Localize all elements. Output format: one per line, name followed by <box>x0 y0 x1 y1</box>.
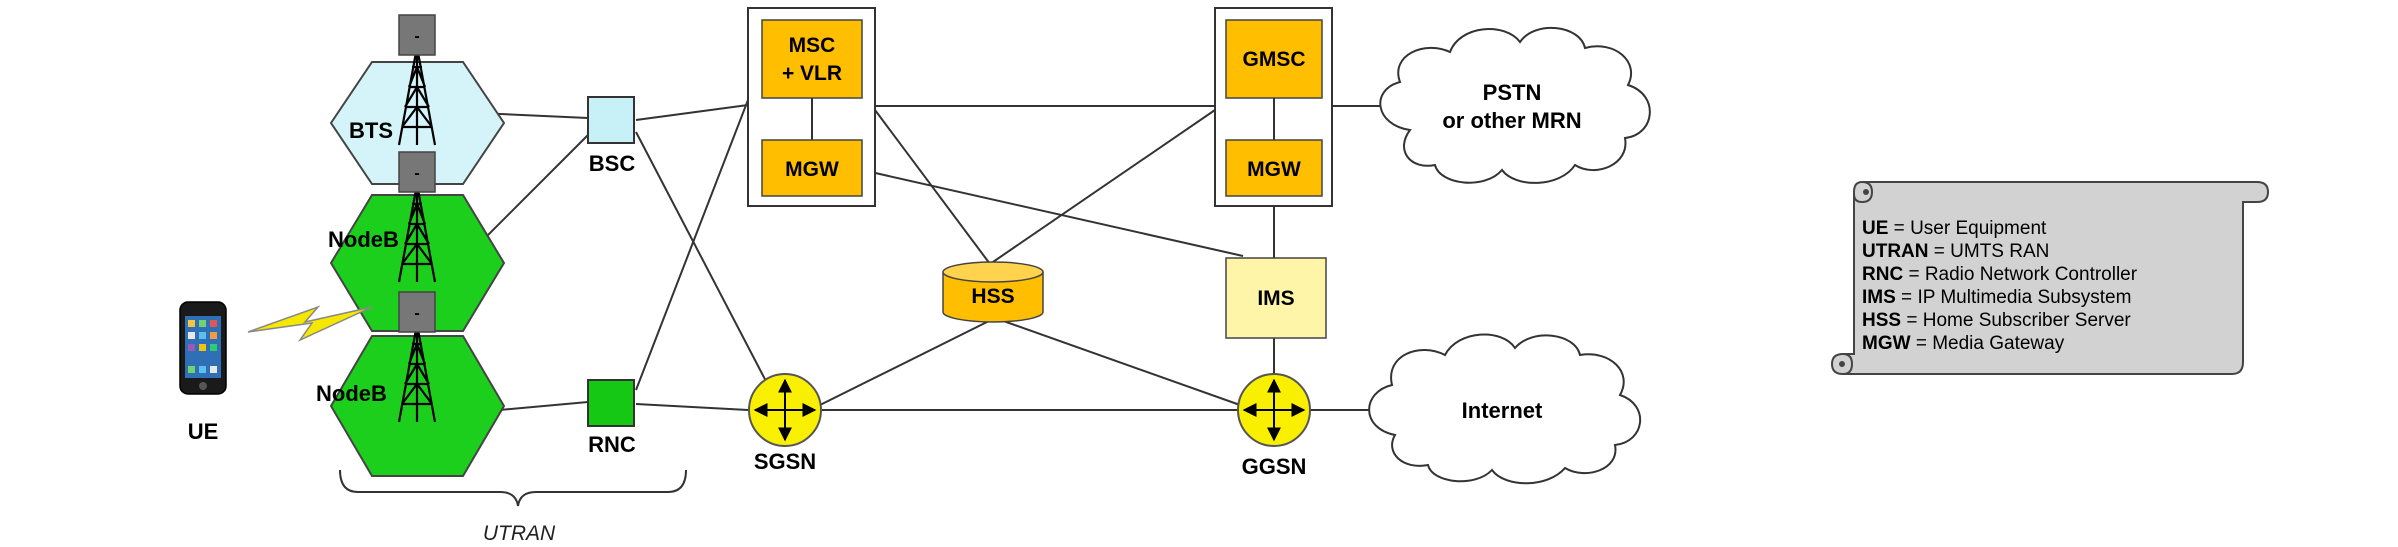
link-msc-hss <box>874 109 991 265</box>
tower-marker: - <box>414 165 419 182</box>
pstn-cloud-icon <box>1379 26 1651 184</box>
internet-cloud-icon <box>1368 333 1641 485</box>
gmsc-box <box>1225 19 1323 99</box>
legend-scroll <box>1830 181 2270 375</box>
link-hss-ggsn <box>994 317 1241 406</box>
connection-lines <box>414 99 1390 416</box>
link-rnc-msc <box>635 99 749 391</box>
legend-item: RNC = Radio Network Controller <box>1862 264 2138 285</box>
ims-box <box>1225 257 1327 339</box>
legend-sep: = <box>1888 218 1910 239</box>
legend-sep: = <box>1903 264 1925 285</box>
legend-abbr: UTRAN <box>1862 241 1929 262</box>
legend-meaning: Radio Network Controller <box>1925 264 2138 285</box>
utran-brace <box>339 469 687 507</box>
smartphone-icon <box>179 301 227 395</box>
link-bsc-msc <box>635 104 749 121</box>
rnc-box <box>587 379 635 427</box>
mgw-left-label: MGW <box>785 158 839 181</box>
ggsn-router-icon <box>1237 373 1311 447</box>
tower-icon: - <box>397 14 437 146</box>
internet-label: Internet <box>1462 398 1543 423</box>
rnc-label: RNC <box>588 432 636 457</box>
legend-list: UE = User Equipment UTRAN = UMTS RAN RNC… <box>1862 218 2138 354</box>
legend-abbr: MGW <box>1862 333 1911 354</box>
other-mrn-label: or other MRN <box>1442 108 1581 133</box>
legend-meaning: Media Gateway <box>1932 333 2065 354</box>
legend-meaning: IP Multimedia Subsystem <box>1917 287 2131 308</box>
link-mgw-mgw <box>861 169 1244 257</box>
nodeb-label-upper: NodeB <box>328 227 399 252</box>
gmsc-label: GMSC <box>1243 48 1306 71</box>
bts-label: BTS <box>349 118 393 143</box>
hss-database-icon <box>942 261 1044 323</box>
link-bsc-sgsn <box>635 131 769 386</box>
hss-label: HSS <box>971 285 1014 308</box>
bsc-box <box>587 96 635 144</box>
ggsn-label: GGSN <box>1242 454 1307 479</box>
link-sgsn-hss <box>819 317 996 406</box>
mgw-right-label: MGW <box>1247 158 1301 181</box>
legend-meaning: Home Subscriber Server <box>1923 310 2132 331</box>
legend-abbr: RNC <box>1862 264 1903 285</box>
sgsn-router-icon <box>748 373 822 447</box>
mgw-right-box <box>1225 139 1323 197</box>
ue-label: UE <box>188 419 219 444</box>
vlr-label: + VLR <box>782 62 842 85</box>
legend-abbr: IMS <box>1862 287 1896 308</box>
link-rnc-sgsn <box>635 403 749 411</box>
tower-icon: - <box>397 291 437 423</box>
legend-item: HSS = Home Subscriber Server <box>1862 310 2131 331</box>
legend-meaning: User Equipment <box>1910 218 2047 239</box>
link-gmsc-hss <box>989 109 1216 265</box>
nodeb-label-lower: NodeB <box>316 381 387 406</box>
msc-vlr-box <box>761 19 863 99</box>
tower-icon: - <box>397 151 437 283</box>
legend-item: MGW = Media Gateway <box>1862 333 2065 354</box>
legend-sep: = <box>1896 287 1918 308</box>
mgw-left-box <box>761 139 863 197</box>
legend-item: UE = User Equipment <box>1862 218 2047 239</box>
utran-label: UTRAN <box>483 522 556 545</box>
legend-item: IMS = IP Multimedia Subsystem <box>1862 287 2131 308</box>
legend-abbr: HSS <box>1862 310 1901 331</box>
legend-item: UTRAN = UMTS RAN <box>1862 241 2049 262</box>
radio-link-lightning-icon <box>247 305 373 342</box>
sgsn-label: SGSN <box>754 449 816 474</box>
tower-marker: - <box>414 305 419 322</box>
legend-meaning: UMTS RAN <box>1950 241 2049 262</box>
msc-label: MSC <box>789 34 836 57</box>
pstn-label: PSTN <box>1483 80 1542 105</box>
ims-label: IMS <box>1257 287 1294 310</box>
legend-abbr: UE <box>1862 218 1888 239</box>
tower-marker: - <box>414 28 419 45</box>
legend-sep: = <box>1901 310 1923 331</box>
bsc-label: BSC <box>589 151 636 176</box>
legend-sep: = <box>1911 333 1933 354</box>
legend-sep: = <box>1929 241 1951 262</box>
